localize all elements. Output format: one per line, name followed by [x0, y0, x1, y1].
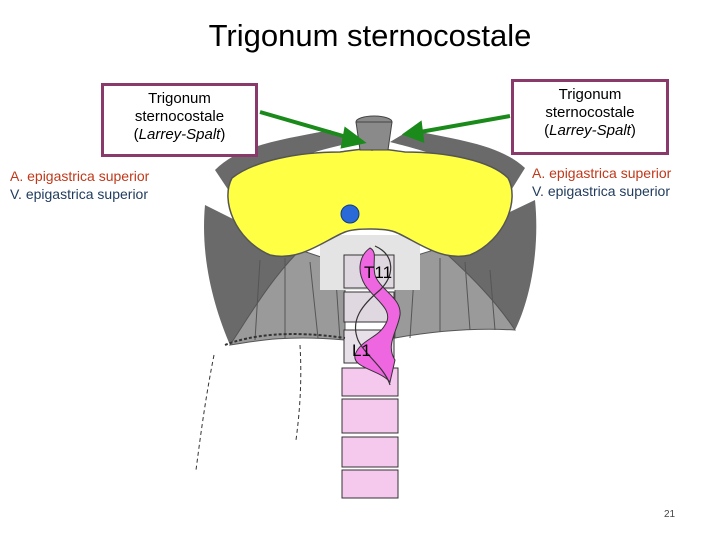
label-box-left: Trigonum sternocostale (Larrey-Spalt) — [101, 83, 258, 157]
left-box-line3: (Larrey-Spalt) — [133, 126, 226, 143]
right-vein-label: V. epigastrica superior — [532, 183, 671, 199]
crura — [354, 247, 401, 384]
label-box-right: Trigonum sternocostale (Larrey-Spalt) — [511, 79, 669, 155]
right-artery-label: A. epigastrica superior — [532, 165, 672, 181]
label-l1: L1 — [352, 341, 371, 360]
vena-cava-dot — [340, 204, 360, 224]
label-t11: T11 — [364, 263, 392, 282]
vertebra-l4 — [341, 436, 399, 468]
caval-tube — [355, 121, 393, 151]
left-box-line1: Trigonum — [148, 90, 211, 107]
left-artery-label: A. epigastrica superior — [10, 168, 150, 184]
right-box-line3: (Larrey-Spalt) — [544, 122, 636, 139]
left-vessel-labels: A. epigastrica superior V. epigastrica s… — [10, 167, 149, 203]
right-box-line1: Trigonum — [558, 86, 622, 103]
left-box-line2: sternocostale — [134, 108, 225, 125]
left-vein-label: V. epigastrica superior — [10, 186, 149, 202]
right-arrow-head — [401, 120, 425, 144]
left-arrow-head — [340, 126, 367, 149]
central-tendon — [227, 148, 513, 258]
left-dashed-inner — [295, 344, 302, 441]
crura-outline — [354, 245, 392, 386]
page-number: 21 — [664, 509, 676, 520]
slide-title: Trigonum sternocostale — [208, 18, 532, 53]
left-arrow-shaft — [259, 110, 351, 140]
right-box-line2: sternocostale — [545, 104, 635, 121]
right-vessel-labels: A. epigastrica superior V. epigastrica s… — [532, 164, 671, 200]
right-arrow-shaft — [419, 114, 511, 134]
left-dashed-lower — [195, 354, 215, 471]
vertebra-l5 — [341, 469, 399, 499]
vertebra-l3 — [341, 398, 399, 434]
